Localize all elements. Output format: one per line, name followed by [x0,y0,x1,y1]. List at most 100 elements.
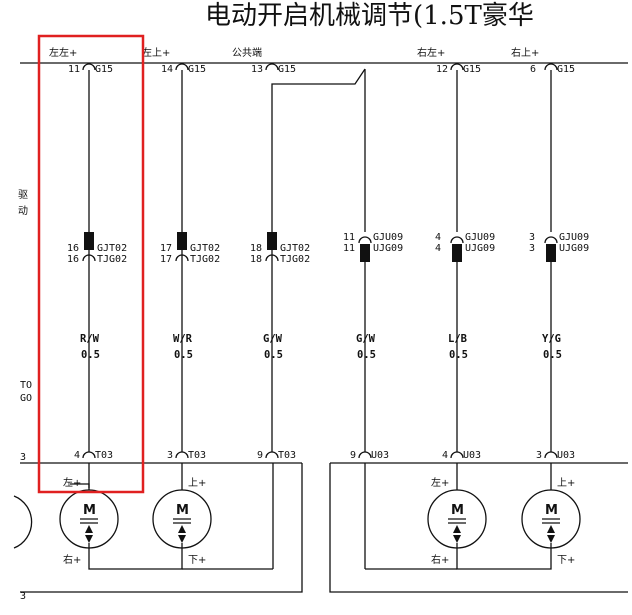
motor-arrow-down [453,535,461,543]
motor-4: M上+下+ [521,463,581,566]
bottom-pin-number: 9 [257,450,263,461]
top-pin-number: 11 [68,64,80,75]
bottom-connector-symbol [450,451,464,459]
bottom-connector-symbol [82,451,96,459]
mid-pin-a: 11 [343,232,355,243]
diagram-title: 电动开启机械调节(1.5T豪华 [205,1,534,31]
motor-label-top: 左+ [431,476,449,489]
inline-connector-block [452,244,462,262]
motor-arrow-up [453,525,461,533]
column-top-label: 右上+ [511,46,539,59]
top-pin-number: 6 [530,64,536,75]
bottom-connector-id: T03 [95,450,113,461]
top-pin-number: 12 [436,64,448,75]
mid-connector-a: GJU09 [465,232,495,243]
motor-label-bottom: 下+ [557,555,575,566]
motor-arrow-up [85,525,93,533]
wire-color-code: R/W [80,333,100,345]
motor-symbol: M [83,503,96,518]
common-wire-detour [271,68,366,232]
top-pin-number: 13 [251,64,263,75]
wire-size: 0.5 [81,349,100,361]
column-top-label: 公共端 [232,46,262,59]
mid-connector-b: TJG02 [190,254,220,265]
mid-pin-a: 4 [435,232,441,243]
motor-symbol: M [176,503,189,518]
mid-pin-a: 17 [160,243,172,254]
bottom-pin-number: 3 [536,450,542,461]
top-connector-symbol [265,63,279,71]
inline-connector-arc [450,236,464,244]
bottom-connector-id: T03 [188,450,206,461]
wire-color-code: G/W [356,333,376,345]
wire-color-code: G/W [263,333,283,345]
bottom-connector-symbol [265,451,279,459]
mid-connector-a: GJT02 [97,243,127,254]
mid-connector-a: GJU09 [559,232,589,243]
motors-layer: M左+右+M上+下+M左+右+M上+下+ [59,463,581,566]
motor-right-common-wire [456,550,552,570]
side-label-3: TO [20,380,32,391]
column-top-label: 左左+ [49,46,77,59]
inline-connector-arc [358,236,372,244]
motor-label-bottom: 下+ [188,555,206,566]
wire-color-code: Y/G [542,333,561,345]
mid-connector-a: GJT02 [190,243,220,254]
bottom-connector-symbol [358,451,372,459]
top-connector-id: G15 [95,64,113,75]
motor-arrow-down [85,535,93,543]
top-connector-id: G15 [557,64,575,75]
bottom-connector-id: T03 [278,450,296,461]
wire-size: 0.5 [264,349,283,361]
motor-arrow-down [547,535,555,543]
wire-size: 0.5 [357,349,376,361]
mid-pin-a: 16 [67,243,79,254]
motor-label-top: 上+ [557,477,575,489]
motor-left-common-wire [88,550,183,570]
side-label-2: 动 [18,205,28,217]
mid-connector-a: GJU09 [373,232,403,243]
bottom-pin-number: 3 [167,450,173,461]
side-label-5: 3 [20,452,26,463]
mid-connector-a: GJT02 [280,243,310,254]
mid-connector-b: UJG09 [465,243,495,254]
top-pin-number: 14 [161,64,173,75]
wire-size: 0.5 [449,349,468,361]
mid-connector-b: UJG09 [559,243,589,254]
motor-1: M左+右+ [59,463,119,566]
top-connector-id: G15 [188,64,206,75]
mid-pin-b: 17 [160,254,172,265]
inline-connector-block [84,232,94,250]
bottom-connector-id: U03 [371,450,389,461]
motor-arrow-up [178,525,186,533]
mid-connector-b: TJG02 [280,254,310,265]
top-connector-symbol [82,63,96,71]
motor-3: M 左+ 右+ [427,463,487,566]
side-label-6: 3 [20,591,26,602]
motor-label-top: 左+ [63,476,81,489]
top-connector-id: G15 [278,64,296,75]
inline-connector-block [267,232,277,250]
motor-2: M 上+ 下+ [152,463,212,566]
motor-label-top: 上+ [188,477,206,489]
mid-pin-a: 3 [529,232,535,243]
side-label-4: GO [20,393,32,404]
motor-symbol: M [451,503,464,518]
motor-1-top-lead [70,483,90,488]
inline-connector-arc [544,236,558,244]
inline-connector-block [360,244,370,262]
bottom-pin-number: 9 [350,450,356,461]
wire-size: 0.5 [174,349,193,361]
motor-label-bottom: 右+ [431,553,449,566]
wire-color-code: L/B [448,333,467,345]
mid-pin-b: 11 [343,243,355,254]
side-label-1: 驱 [18,189,28,201]
partial-motor-edge [13,495,33,549]
bottom-pin-number: 4 [74,450,80,461]
bottom-connector-symbol [544,451,558,459]
mid-pin-b: 3 [529,243,535,254]
